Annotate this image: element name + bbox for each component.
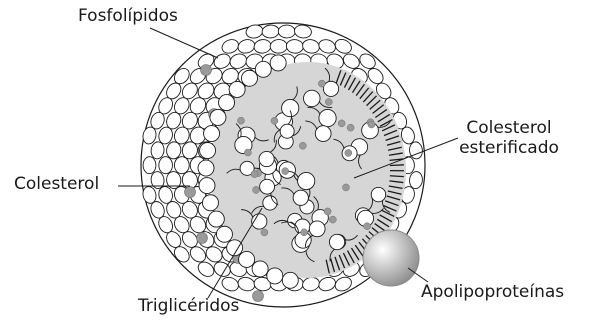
cholesterol-bead [197, 233, 208, 244]
label-esterified-line1: Colesterol [444, 118, 574, 138]
apolipoprotein-sphere [363, 230, 419, 286]
triglyceride [304, 90, 321, 107]
triglyceride [309, 221, 325, 237]
triglyceride [298, 172, 315, 189]
phospholipid-head [159, 157, 173, 174]
cholesterol-bead [251, 171, 258, 178]
cholesterol-bead [318, 80, 325, 87]
triglyceride [293, 190, 308, 205]
cholesterol-bead [282, 168, 289, 175]
cholesterol-bead [345, 149, 352, 156]
phospholipid-head [282, 272, 298, 288]
phospholipid-head [255, 61, 271, 77]
phospholipid-head [229, 81, 245, 97]
phospholipid-head [219, 95, 235, 111]
phospholipid-head [200, 143, 216, 159]
apolipoprotein [363, 230, 419, 286]
label-esterified-line2: esterificado [444, 138, 574, 158]
phospholipid-head [252, 261, 268, 277]
cholesterol-bead [185, 187, 196, 198]
cholesterol-bead [299, 142, 306, 149]
esterified-cholesterol [371, 187, 385, 201]
phospholipid-head [210, 109, 226, 125]
cholesterol-bead [324, 208, 331, 215]
cholesterol-bead [364, 223, 371, 230]
phospholipid-head [239, 251, 255, 267]
phospholipid-head [216, 226, 232, 242]
label-cholesterol: Colesterol [14, 174, 99, 194]
cholesterol-bead [238, 117, 245, 124]
triglyceride [323, 81, 338, 96]
cholesterol-bead [261, 229, 268, 236]
phospholipid-head [143, 157, 156, 174]
phospholipid-head [202, 195, 218, 211]
cholesterol-bead [329, 216, 336, 223]
esterified-cholesterol [315, 126, 331, 142]
cholesterol-bead [368, 121, 375, 128]
phospholipid-head [199, 178, 215, 194]
cholesterol-bead [253, 186, 260, 193]
cholesterol-bead [342, 184, 349, 191]
esterified-cholesterol [329, 234, 344, 249]
leader-phospholipids [150, 28, 218, 58]
cholesterol-bead [301, 229, 308, 236]
phospholipid-head [198, 160, 214, 176]
triglyceride [280, 124, 294, 138]
triglyceride [282, 99, 299, 116]
phospholipid-head [278, 25, 295, 38]
cholesterol-bead [347, 124, 354, 131]
label-phospholipids: Fosfolípidos [78, 6, 178, 26]
esterified-cholesterol [260, 179, 275, 194]
phospholipid-head [174, 157, 189, 174]
cholesterol-bead [244, 149, 251, 156]
label-triglycerides: Triglicéridos [138, 296, 239, 316]
phospholipid-tail [390, 176, 404, 177]
cholesterol-bead [201, 65, 212, 76]
phospholipid-head [208, 211, 224, 227]
esterified-cholesterol [319, 109, 336, 126]
cholesterol-bead [338, 120, 345, 127]
label-esterified-cholesterol: Colesterol esterificado [444, 118, 574, 158]
phospholipid-tail [390, 165, 404, 166]
label-apolipoproteins: Apolipoproteínas [421, 282, 564, 302]
phospholipid-head [241, 70, 257, 86]
phospholipid-head [267, 268, 283, 284]
triglyceride [259, 151, 274, 166]
cholesterol-bead [253, 291, 264, 302]
cholesterol-bead [271, 117, 278, 124]
phospholipid-head [270, 39, 287, 53]
phospholipid-head [270, 55, 286, 71]
phospholipid-head [204, 126, 220, 142]
cholesterol-bead [325, 98, 332, 105]
